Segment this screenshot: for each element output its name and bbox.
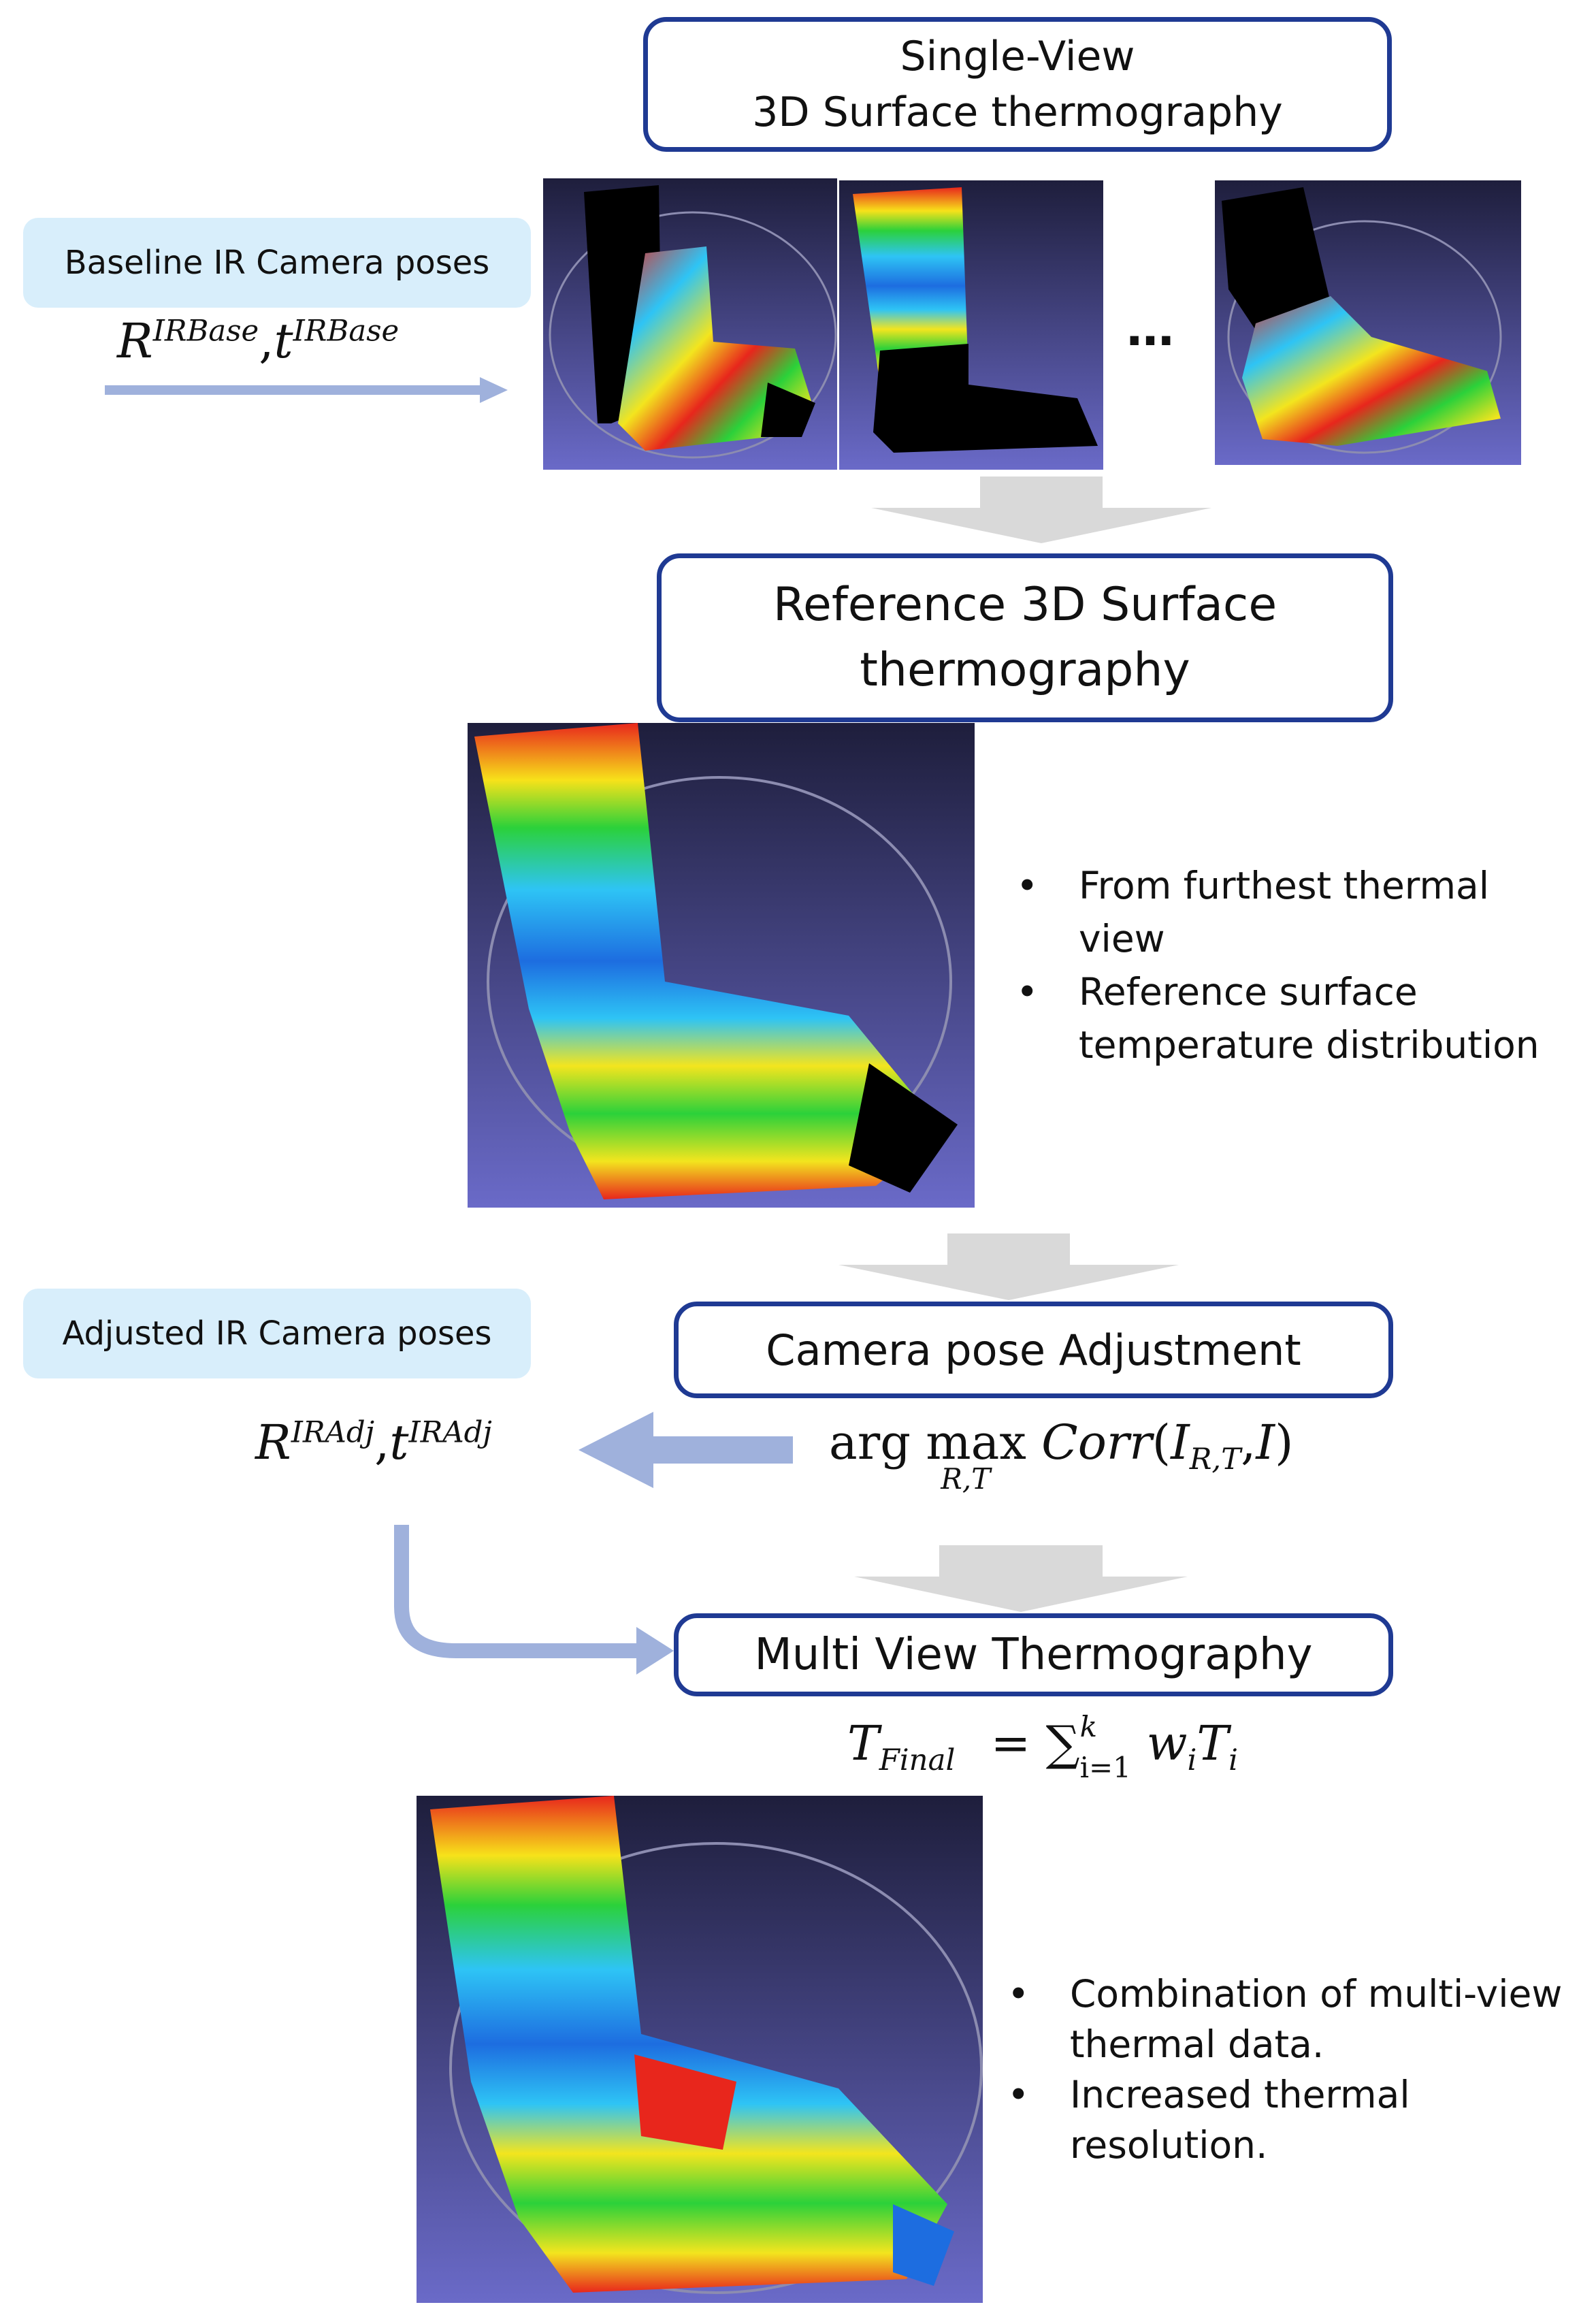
- correlation-objective: arg max R,T Corr(IR,T,I): [829, 1415, 1294, 1496]
- down-arrow: [838, 1233, 1179, 1300]
- baseline-poses-label: Baseline IR Camera poses: [64, 244, 490, 282]
- single-view-line2: 3D Surface thermography: [752, 88, 1283, 136]
- pose-adjust-stage: Camera pose Adjustment: [674, 1302, 1393, 1398]
- multi-view-label: Multi View Thermography: [754, 1630, 1313, 1680]
- left-arrow: [579, 1412, 793, 1488]
- pose-adjust-label: Camera pose Adjustment: [766, 1325, 1301, 1375]
- reference-line1: Reference 3D Surface: [772, 578, 1277, 632]
- baseline-pose-formula: RIRBase,tIRBase: [117, 313, 400, 369]
- adjusted-pose-formula: RIRAdj,tIRAdj: [255, 1415, 492, 1470]
- down-arrow: [854, 1545, 1188, 1612]
- reference-note-1: From furthest thermal view: [1079, 864, 1490, 961]
- reference-stage: Reference 3D Surface thermography: [657, 553, 1393, 722]
- baseline-poses-label-box: Baseline IR Camera poses: [23, 218, 531, 308]
- adjusted-poses-label: Adjusted IR Camera poses: [62, 1314, 492, 1353]
- reference-note-2: Reference surface temperature distributi…: [1079, 970, 1540, 1067]
- adjusted-poses-label-box: Adjusted IR Camera poses: [23, 1289, 531, 1378]
- reference-thermal-foot: [468, 723, 975, 1208]
- thermal-foot-view-3: [1215, 180, 1521, 465]
- single-view-stage: Single-View 3D Surface thermography: [643, 17, 1392, 152]
- final-thermal-foot: [417, 1796, 983, 2303]
- reference-line2: thermography: [860, 643, 1190, 697]
- reference-notes: •From furthest thermal view •Reference s…: [1016, 859, 1581, 1071]
- curved-arrow: [394, 1525, 674, 1675]
- more-views-ellipsis: …: [1126, 301, 1178, 357]
- thermal-foot-view-1: [543, 178, 837, 470]
- single-view-line1: Single-View: [900, 33, 1135, 80]
- final-note-1: Combination of multi-view thermal data.: [1070, 1972, 1563, 2066]
- thermal-foot-view-2: [839, 180, 1103, 470]
- multi-view-stage: Multi View Thermography: [674, 1613, 1393, 1696]
- down-arrow: [871, 477, 1211, 543]
- final-notes: •Combination of multi-view thermal data.…: [1007, 1969, 1579, 2170]
- right-arrow: [105, 377, 508, 403]
- final-note-2: Increased thermal resolution.: [1070, 2073, 1410, 2167]
